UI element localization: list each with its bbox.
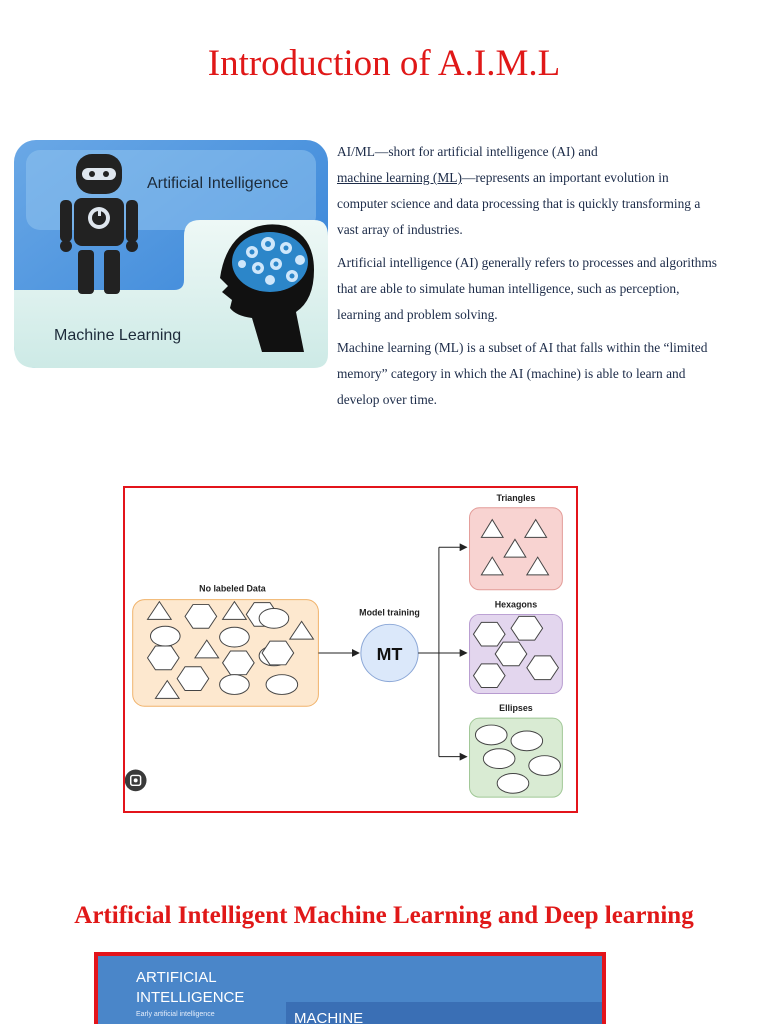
model-label: Model training xyxy=(359,607,420,617)
ellipses-label: Ellipses xyxy=(499,703,533,713)
ai-ml-dl-illustration: ARTIFICIAL INTELLIGENCE Early artificial… xyxy=(94,952,606,1024)
ml-label: MACHINE xyxy=(294,1010,364,1024)
ai-sublabel: Early artificial intelligence xyxy=(136,1011,215,1018)
ai-ml-illustration: Artificial Intelligence Machine Learning xyxy=(14,140,328,368)
page-title: Introduction of A.I.M.L xyxy=(207,43,561,84)
ai-label: ARTIFICIAL INTELLIGENCE xyxy=(136,969,245,1006)
intro-paragraph-3: Machine learning (ML) is a subset of AI … xyxy=(337,340,708,407)
lens-search-icon[interactable] xyxy=(125,769,147,792)
hexagon-cluster xyxy=(472,615,560,689)
mixed-shapes xyxy=(146,600,315,699)
intro-paragraph-1: AI/ML—short for artificial intelligence … xyxy=(337,144,701,237)
section-heading: Artificial Intelligent Machine Learning … xyxy=(74,902,694,929)
ellipse-cluster xyxy=(474,724,561,794)
model-abbr: MT xyxy=(377,644,403,664)
triangle-cluster xyxy=(480,518,550,576)
ml-link[interactable]: machine learning (ML) xyxy=(337,170,462,185)
input-label: No labeled Data xyxy=(199,584,266,594)
svg-text:Artificial Intelligence: Artificial Intelligence xyxy=(147,175,289,192)
svg-text:Machine Learning: Machine Learning xyxy=(54,327,181,344)
hexagons-label: Hexagons xyxy=(495,600,537,610)
brain-head-icon xyxy=(220,224,314,352)
ml-panel: MACHINE xyxy=(286,1002,602,1024)
intro-text: AI/ML—short for artificial intelligence … xyxy=(337,139,717,420)
intro-paragraph-2: Artificial intelligence (AI) generally r… xyxy=(337,255,717,322)
triangles-label: Triangles xyxy=(496,493,535,503)
robot-icon xyxy=(60,154,138,294)
unsupervised-learning-diagram: No labeled Data Model training MT xyxy=(123,486,578,813)
